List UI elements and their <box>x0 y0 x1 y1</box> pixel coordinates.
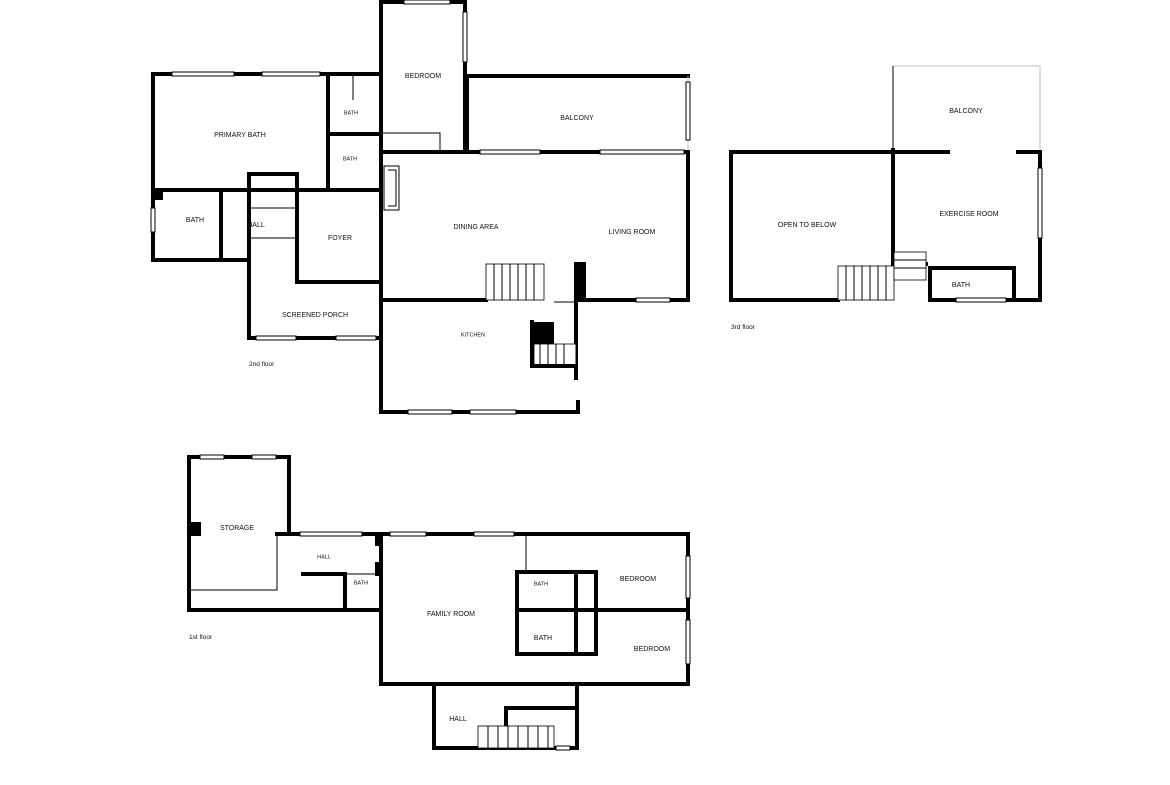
floor-caption-3rd: 3rd floor <box>731 324 756 331</box>
room-label-primary-bath: PRIMARY BATH <box>214 132 266 139</box>
room-label-bath-lower: BATH <box>343 156 357 162</box>
floor-caption-2nd: 2nd floor <box>249 361 275 368</box>
room-label-living-room: LIVING ROOM <box>609 229 656 236</box>
room-label-hall-1st: HALL <box>317 554 331 560</box>
room-label-bath-lower-1st: BATH <box>534 635 552 642</box>
room-label-hall-lower: HALL <box>449 716 467 723</box>
room-label-storage: STORAGE <box>220 525 254 532</box>
floor-caption-1st: 1st floor <box>189 634 213 641</box>
room-label-open-to-below: OPEN TO BELOW <box>778 222 837 229</box>
room-label-bath-left: BATH <box>186 217 204 224</box>
room-label-bedroom-upper: BEDROOM <box>620 576 656 583</box>
room-label-dining-area: DINING AREA <box>453 224 498 231</box>
room-label-bath-upper: BATH <box>344 110 358 116</box>
room-label-family-room: FAMILY ROOM <box>427 611 475 618</box>
room-label-foyer: FOYER <box>328 235 352 242</box>
room-label-bath-3rd: BATH <box>952 282 970 289</box>
room-label-exercise-room: EXERCISE ROOM <box>939 211 998 218</box>
room-label-screened-porch: SCREENED PORCH <box>282 312 348 319</box>
room-label-kitchen: KITCHEN <box>461 332 485 338</box>
room-label-balcony-3rd: BALCONY <box>949 108 983 115</box>
floor-1-plan <box>187 454 691 751</box>
room-label-bedroom-lower: BEDROOM <box>634 646 670 653</box>
room-label-bath-upper-1st: BATH <box>534 581 548 587</box>
floor-2-plan <box>150 0 691 415</box>
floor-3-plan <box>729 65 1043 303</box>
room-label-hall: HALL <box>247 222 265 229</box>
room-label-bedroom: BEDROOM <box>405 73 441 80</box>
room-label-balcony: BALCONY <box>560 115 594 122</box>
room-label-bath-small: BATH <box>354 580 368 586</box>
